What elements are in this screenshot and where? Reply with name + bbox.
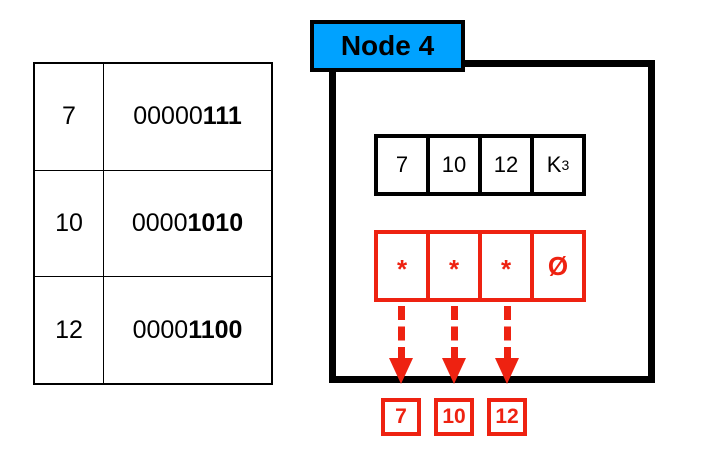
binary-value-cell: 00001100 — [103, 276, 272, 384]
arrow-shaft — [398, 306, 405, 361]
table-row: 12 00001100 — [34, 276, 272, 384]
arrow-head-icon — [495, 358, 519, 384]
arrow-head-icon — [389, 358, 413, 384]
pointer-cell-null: Ø — [530, 230, 586, 302]
arrow-shaft — [451, 306, 458, 361]
leaf-value-box: 7 — [381, 398, 421, 436]
key-cell: 7 — [374, 134, 430, 196]
arrow-shaft — [504, 306, 511, 361]
decimal-value-cell: 7 — [34, 63, 104, 171]
node-title-badge: Node 4 — [310, 20, 465, 72]
null-pointer-symbol: Ø — [547, 251, 569, 281]
binary-suffix: 1100 — [188, 315, 243, 344]
key-symbol: K — [546, 152, 562, 177]
decimal-value-cell: 10 — [34, 169, 104, 278]
binary-table-grid: 7 00000111 10 00001010 12 00001100 — [34, 63, 272, 384]
binary-suffix: 1010 — [187, 208, 244, 237]
binary-value-cell: 00001010 — [103, 169, 272, 278]
leaf-value-box: 12 — [487, 398, 527, 436]
pointer-cell: * — [374, 230, 430, 302]
key-subscript: 3 — [561, 157, 570, 173]
node-container-box — [329, 60, 655, 383]
table-row: 10 00001010 — [34, 169, 272, 278]
leaf-value-box: 10 — [434, 398, 474, 436]
pointer-symbol: * — [500, 254, 512, 284]
binary-prefix: 0000 — [132, 315, 189, 344]
key-cell: 10 — [426, 134, 482, 196]
arrow-head-icon — [442, 358, 466, 384]
key-cell: 12 — [478, 134, 534, 196]
binary-prefix: 00000 — [133, 102, 203, 131]
pointer-symbol: * — [448, 254, 460, 284]
pointer-cell: * — [426, 230, 482, 302]
node-pointer-row: * * * Ø — [374, 230, 586, 302]
binary-table: 7 00000111 10 00001010 12 00001100 — [33, 62, 273, 385]
pointer-symbol: * — [396, 254, 408, 284]
binary-value-cell: 00000111 — [103, 63, 272, 171]
binary-prefix: 0000 — [131, 208, 188, 237]
table-row: 7 00000111 — [34, 63, 272, 171]
node-title-label: Node 4 — [340, 30, 435, 61]
decimal-value-cell: 12 — [34, 276, 104, 384]
binary-suffix: 111 — [202, 102, 242, 131]
pointer-cell: * — [478, 230, 534, 302]
